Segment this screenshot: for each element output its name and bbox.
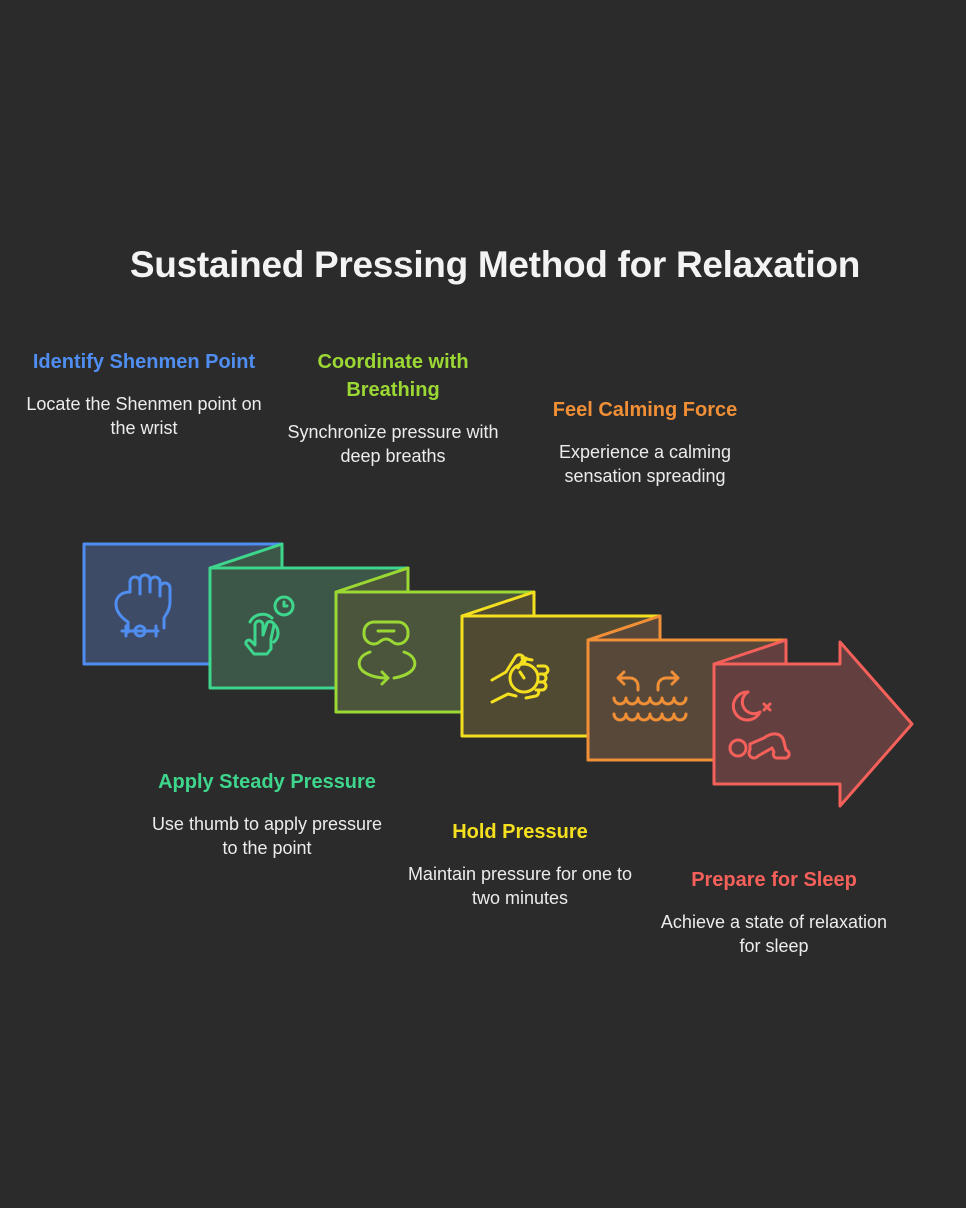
step-2-text: Apply Steady Pressure Use thumb to apply… <box>147 768 387 860</box>
step-5-description: Experience a calming sensation spreading <box>558 442 732 486</box>
step-6-shape <box>712 640 914 808</box>
step-6-text: Prepare for Sleep Achieve a state of rel… <box>654 866 894 958</box>
step-6-panel <box>712 638 914 808</box>
step-5-text: Feel Calming Force Experience a calming … <box>525 396 765 488</box>
step-3-description: Synchronize pressure with deep breaths <box>287 422 499 466</box>
fist-wrist-point-icon <box>114 573 172 638</box>
finger-press-clock-icon <box>244 595 295 656</box>
step-5-title: Feel Calming Force <box>552 399 738 421</box>
step-4-text: Hold Pressure Maintain pressure for one … <box>400 818 640 910</box>
mask-breath-cycle-icon <box>357 620 417 686</box>
step-4-title: Hold Pressure <box>452 821 588 843</box>
moon-sleeping-person-icon <box>728 690 791 760</box>
step-3-text: Coordinate with Breathing Synchronize pr… <box>273 348 513 468</box>
step-4-description: Maintain pressure for one to two minutes <box>407 864 633 908</box>
waves-spread-icon <box>612 670 688 722</box>
step-3-title: Coordinate with Breathing <box>317 351 469 401</box>
step-1-text: Identify Shenmen Point Locate the Shenme… <box>24 348 264 440</box>
step-6-title: Prepare for Sleep <box>691 869 857 891</box>
step-1-description: Locate the Shenmen point on the wrist <box>26 394 262 438</box>
page-title: Sustained Pressing Method for Relaxation <box>129 244 861 285</box>
step-2-description: Use thumb to apply pressure to the point <box>151 814 383 858</box>
step-1-title: Identify Shenmen Point <box>32 351 256 373</box>
hand-stopwatch-icon <box>490 653 550 704</box>
step-6-description: Achieve a state of relaxation for sleep <box>660 912 888 956</box>
step-2-title: Apply Steady Pressure <box>158 771 376 793</box>
